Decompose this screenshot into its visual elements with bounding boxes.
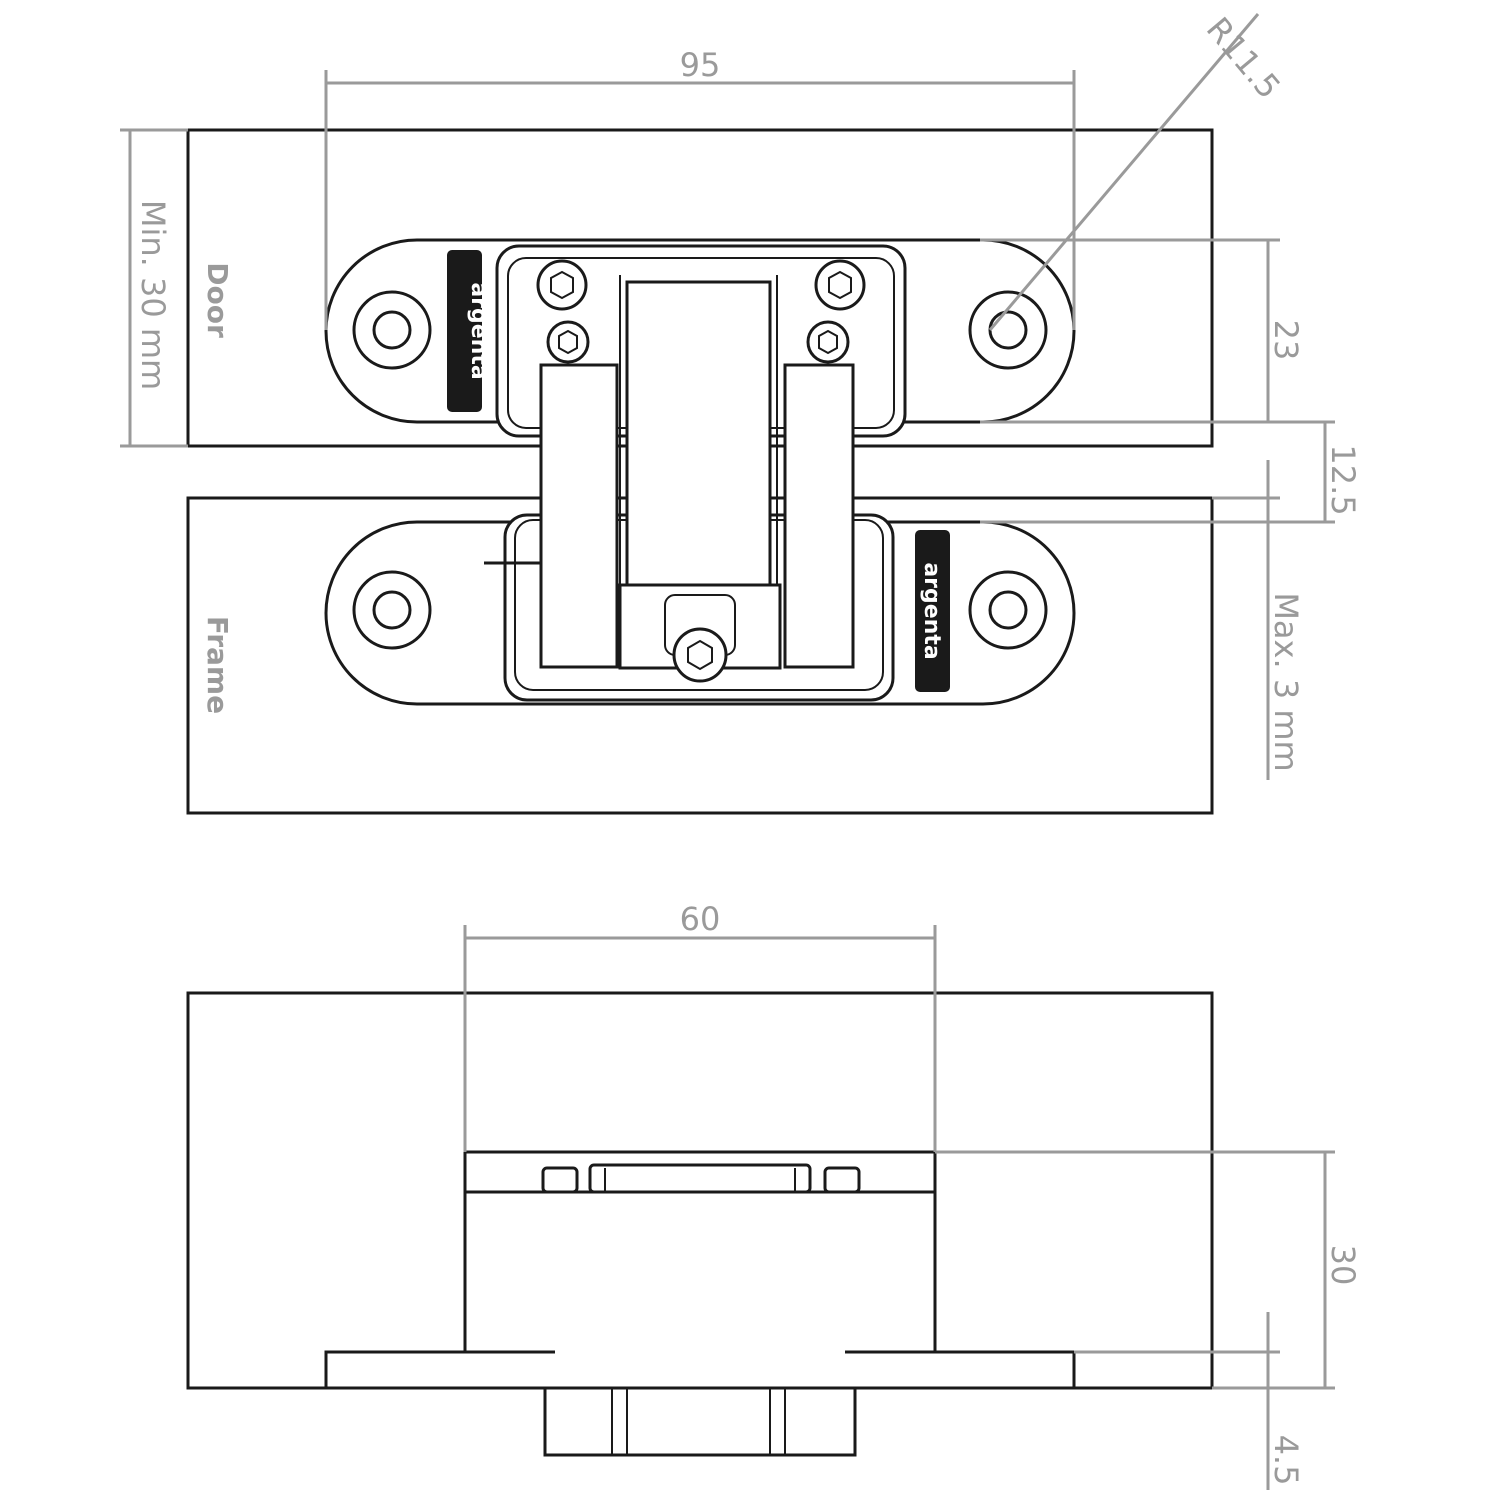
dim-frame-max: Max. 3 mm [1267, 592, 1305, 771]
hinge-body [543, 1386, 857, 1457]
screw-holes [352, 290, 1048, 650]
section-dimensions: 60 30 4.5 [463, 900, 1362, 1490]
dim-95: 95 [680, 46, 721, 84]
svg-text:argenta: argenta [919, 562, 944, 659]
dim-60: 60 [680, 900, 721, 938]
brand-label-door: argenta [447, 250, 491, 412]
dim-door-min: Min. 30 mm [134, 200, 172, 390]
dim-30: 30 [1324, 1245, 1362, 1286]
frame-label: Frame [201, 616, 234, 714]
top-view: argenta argenta Door Frame [186, 128, 1214, 815]
dim-23: 23 [1267, 320, 1305, 361]
dim-12-5: 12.5 [1324, 444, 1362, 515]
brand-label-frame: argenta [915, 530, 950, 692]
dim-radius: R11.5 [1199, 10, 1288, 106]
svg-text:argenta: argenta [466, 282, 491, 379]
door-label: Door [201, 262, 234, 338]
hinge-mechanism [484, 244, 907, 702]
section-view [186, 991, 1214, 1457]
dim-4-5: 4.5 [1267, 1435, 1305, 1486]
